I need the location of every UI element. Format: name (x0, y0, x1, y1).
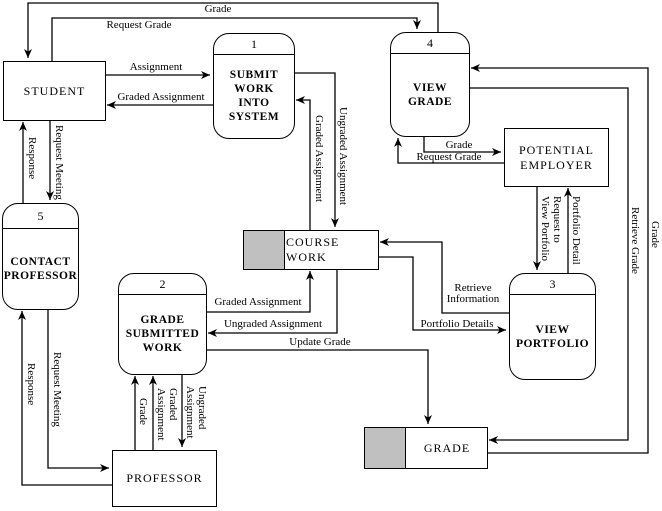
flow-label-ungraded-assignment-p2: Ungraded Assignment (223, 318, 323, 330)
flow-label-graded-assignment-professor: Graded Assignment (155, 388, 179, 441)
store-label: GRADE (423, 440, 471, 455)
entity-professor: PROFESSOR (112, 450, 217, 507)
flow-line-portfolio-details (377, 256, 506, 334)
process-number: 2 (119, 274, 206, 295)
process-view-portfolio: 3 VIEW PORTFOLIO (509, 273, 596, 380)
process-number: 1 (214, 34, 294, 55)
process-number: 5 (3, 204, 78, 229)
flow-line-grade-to-student (24, 2, 439, 58)
flow-line-ungraded-assignment-store-to-p2 (208, 268, 338, 337)
store-course-work: COURSE WORK (243, 230, 379, 270)
entity-potential-employer: POTENTIAL EMPLOYER (504, 128, 609, 187)
process-number: 4 (391, 33, 469, 54)
flow-label-grade-to-employer: Grade (445, 139, 473, 151)
entity-student: STUDENT (3, 61, 106, 121)
flow-label-portfolio-detail: Portfolio Detail (570, 196, 582, 265)
flow-label-retrieve-grade: Retrieve Grade (629, 207, 641, 274)
flow-label-retrieve-information: Retrieve Information (446, 282, 500, 305)
process-view-grade: 4 VIEW GRADE (390, 32, 470, 137)
process-submit-work-into-system: 1 SUBMIT WORK INTO SYSTEM (213, 33, 295, 139)
flow-line-request-grade-to-viewgrade (51, 17, 421, 61)
flow-line-graded-assignment-p2-to-store (205, 271, 314, 313)
flow-label-grade-top: Grade (204, 3, 232, 15)
process-label: VIEW PORTFOLIO (515, 323, 590, 350)
flow-label-graded-assignment-p2: Graded Assignment (214, 296, 302, 308)
process-label: VIEW GRADE (407, 81, 453, 108)
flow-label-grade-right: Grade (649, 221, 661, 248)
flow-line-request-meeting-to-professor (47, 308, 109, 472)
flow-line-request-grade-employer-to-p4 (394, 138, 504, 164)
flow-line-ungraded-assignment-p1-to-store (293, 72, 339, 227)
flow-label-request-meeting-lower: Request Meeting (51, 352, 63, 427)
flow-line-graded-assignment-store-to-p1 (296, 96, 311, 230)
flow-line-grade-store-to-p4 (471, 64, 649, 454)
flow-label-graded-assignment-store-p1: Graded Assignment (313, 115, 325, 203)
flow-label-request-meeting-upper: Request Meeting (53, 125, 65, 200)
flow-label-response-lower: Response (25, 363, 37, 406)
flow-label-response-upper: Response (26, 137, 38, 180)
flow-label-grade-professor: Grade (137, 398, 149, 425)
flow-label-assignment: Assignment (129, 61, 183, 73)
flow-label-portfolio-details: Portfolio Details (420, 318, 494, 330)
store-shade (365, 428, 406, 468)
process-number: 3 (510, 274, 595, 295)
process-contact-professor: 5 CONTACT PROFESSOR (2, 203, 79, 310)
flow-label-request-grade-top: Request Grade (106, 19, 172, 31)
flow-label-ungraded-assignment-professor: Ungraded Assignment (184, 386, 208, 439)
flow-label-request-grade-employer: Request Grade (416, 151, 482, 163)
process-label: GRADE SUBMITTED WORK (125, 314, 200, 354)
flow-line-response-to-contact (18, 311, 112, 486)
flow-label-ungraded-assignment-p1-store: Ungraded Assignment (337, 107, 349, 206)
flow-line-grade-to-employer (423, 135, 501, 156)
flow-label-request-to-view-portfolio: Request to View Portfolio (539, 196, 563, 262)
process-label: SUBMIT WORK INTO SYSTEM (228, 69, 280, 123)
store-shade (244, 231, 285, 269)
flow-line-update-grade (205, 349, 432, 424)
flow-label-update-grade: Update Grade (289, 336, 351, 348)
process-grade-submitted-work: 2 GRADE SUBMITTED WORK (118, 273, 207, 375)
process-label: CONTACT PROFESSOR (3, 255, 78, 282)
store-grade: GRADE (364, 427, 488, 469)
flow-line-retrieve-information (380, 238, 509, 314)
flow-line-retrieve-grade (468, 87, 629, 444)
store-label: COURSE WORK (286, 235, 340, 264)
flow-label-graded-assignment-to-student: Graded Assignment (117, 91, 205, 103)
